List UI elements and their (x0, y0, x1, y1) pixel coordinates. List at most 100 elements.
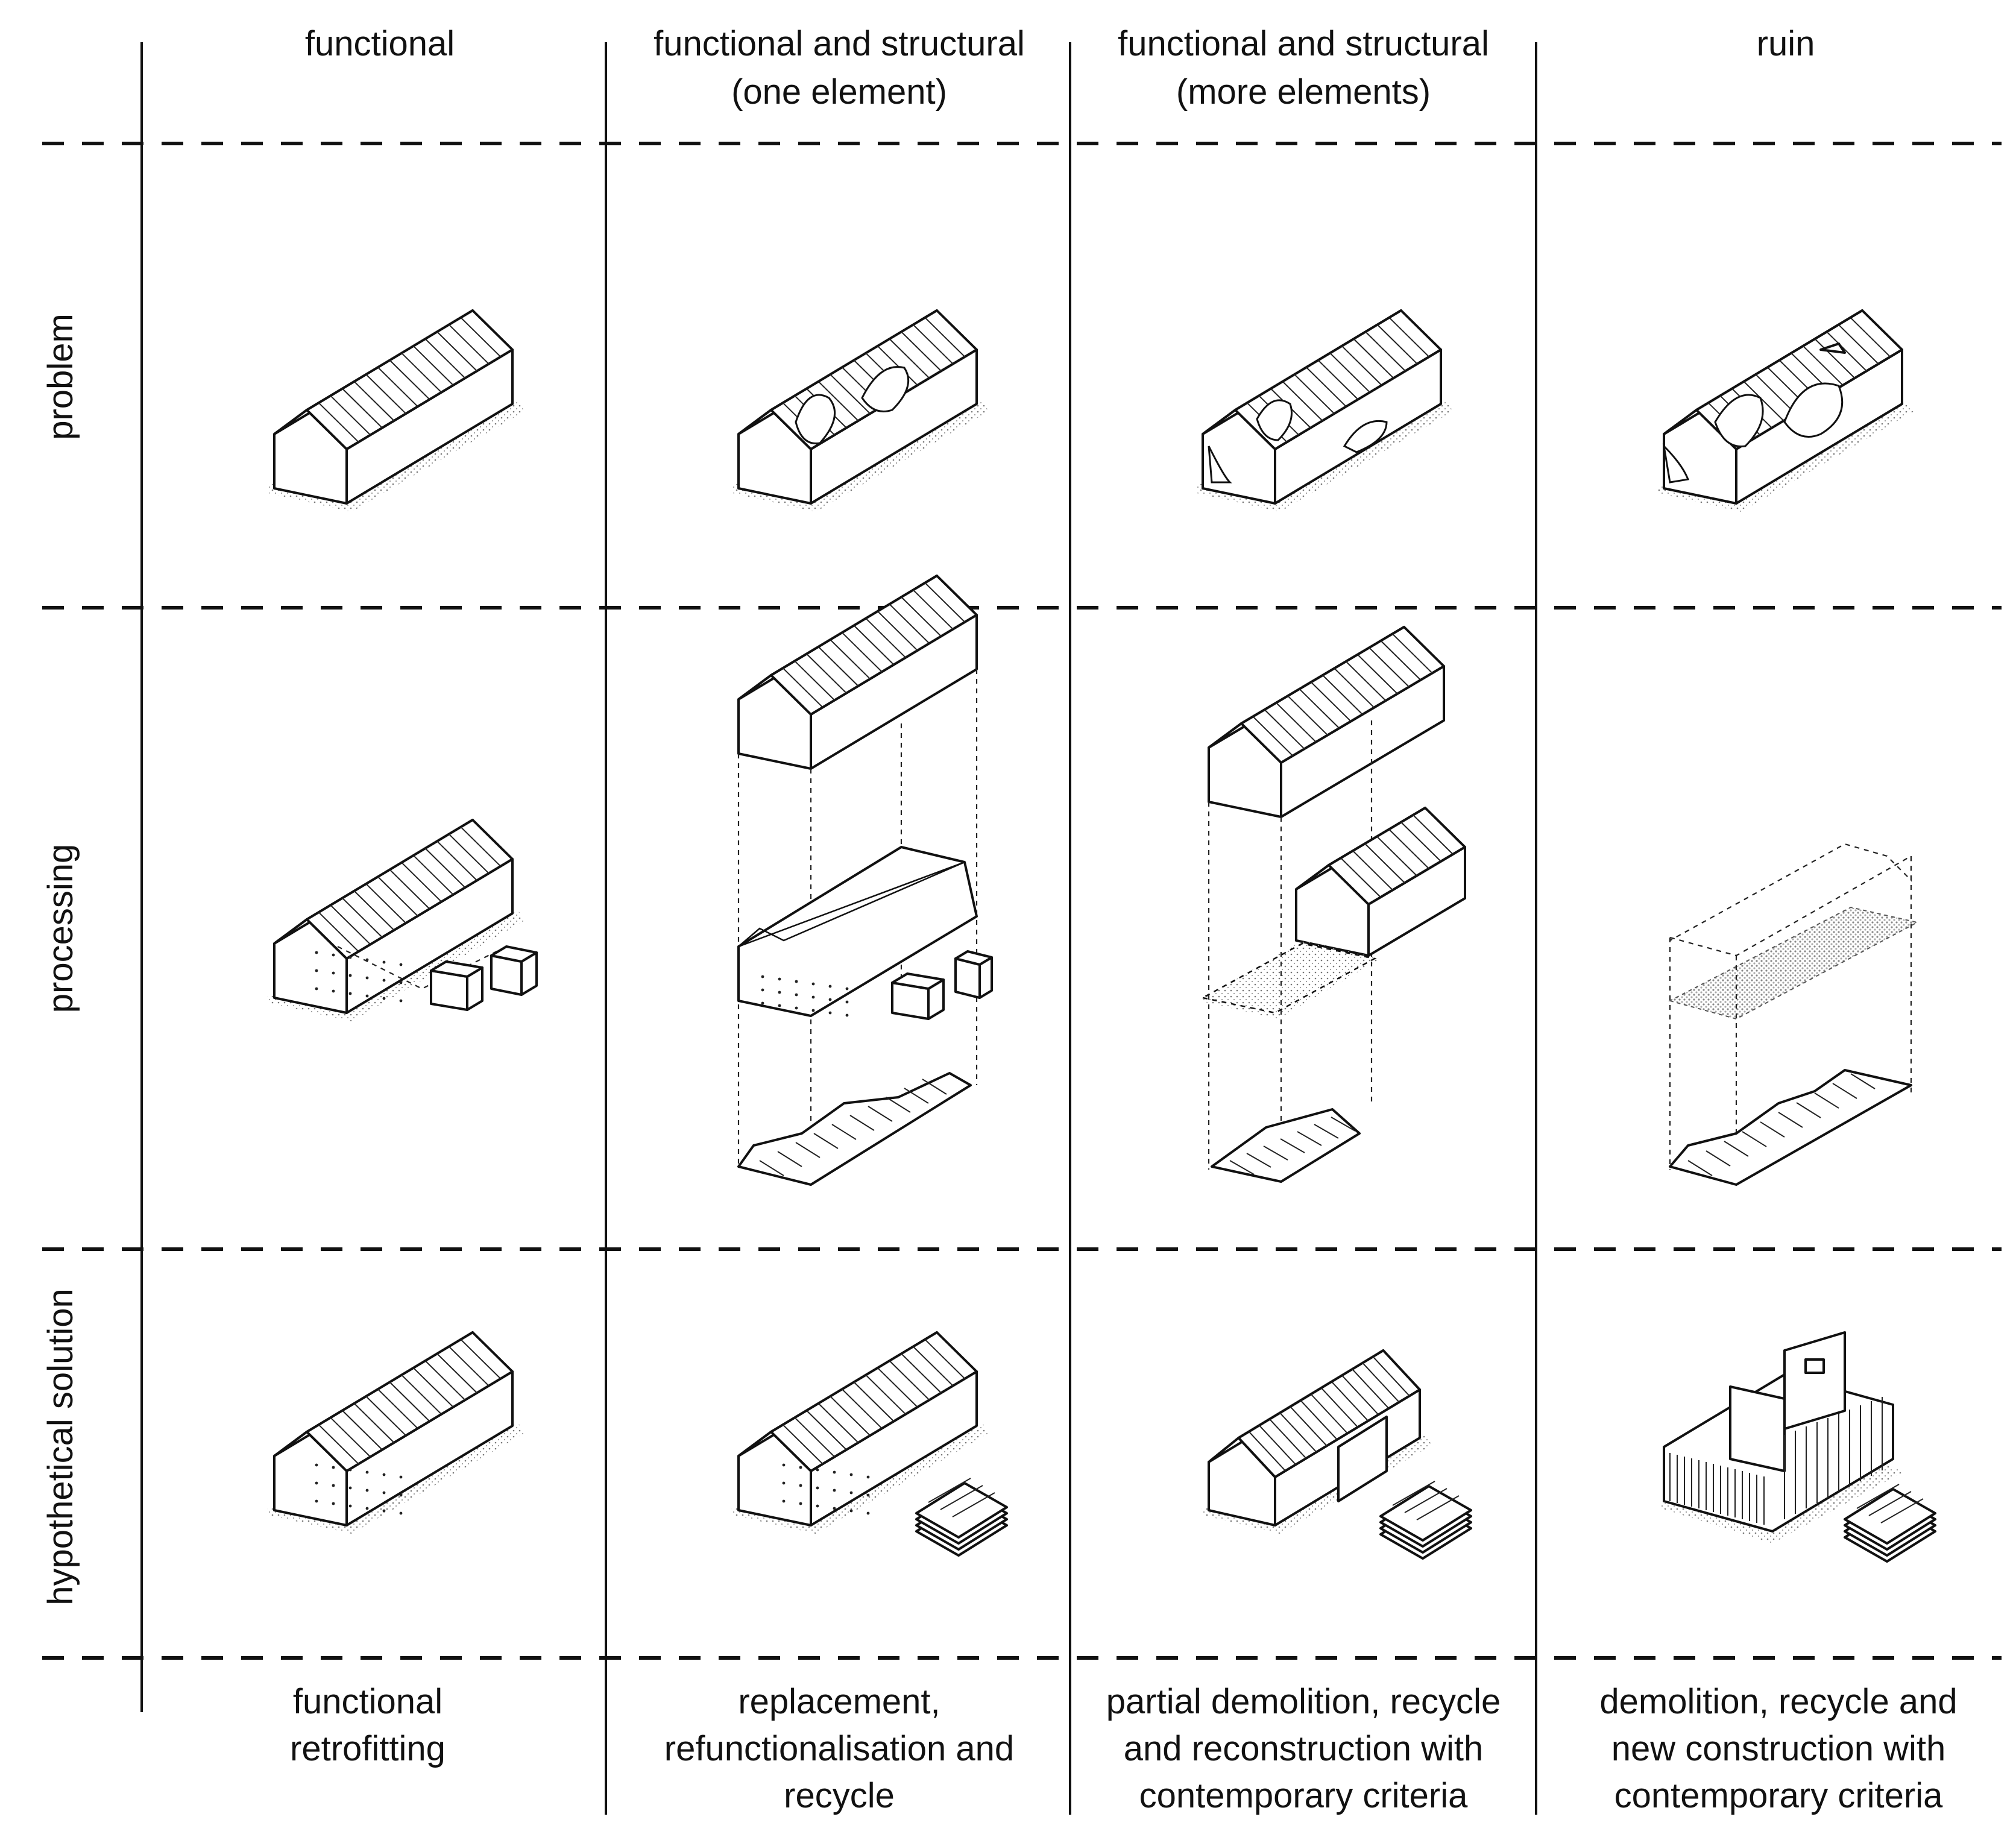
caption-col1-line2: retrofitting (290, 1729, 446, 1768)
roof-stripe (1329, 353, 1370, 393)
roof-stripe (759, 1160, 784, 1176)
roof-damage (1714, 394, 1764, 447)
roof-stripe (830, 374, 871, 414)
roof-stripe (1778, 1112, 1803, 1128)
roof-stripe (1334, 667, 1375, 708)
grid-dot (761, 1001, 764, 1005)
grid-dot (782, 1499, 786, 1503)
module-box-top (490, 945, 538, 963)
roof-stripe (1317, 359, 1359, 400)
roof-stripe (1229, 1160, 1255, 1175)
roof-stripe (1392, 633, 1433, 674)
roof-stripe (1263, 1145, 1288, 1161)
roof-stripe (1294, 374, 1335, 414)
grid-dot (795, 1006, 798, 1010)
module-box-top (430, 960, 484, 978)
roof-damage (1343, 420, 1388, 453)
caption-col4-line2: new construction with (1611, 1729, 1945, 1768)
roof-stripe (1400, 822, 1441, 862)
roof-stripe (1279, 1412, 1317, 1453)
roof-stripe (1742, 1131, 1767, 1147)
grid-dot (348, 956, 352, 959)
roof-stripe (1364, 843, 1405, 884)
material-layer (1379, 1485, 1472, 1542)
grid-dot (315, 1499, 318, 1503)
grid-dot (845, 1013, 849, 1017)
roof-stripe (831, 1124, 857, 1140)
roof-stripe (1850, 317, 1891, 358)
roof-stripe (830, 1396, 871, 1436)
grid-dot (795, 993, 798, 997)
roof-stripe (436, 1353, 477, 1394)
roof-stripe (842, 1388, 883, 1429)
row-label-problem: problem (41, 313, 80, 440)
layer-line (1856, 1484, 1900, 1509)
grid-dot (782, 1463, 786, 1467)
solution-structural-one-building (731, 1331, 1008, 1557)
processing-functional-building (267, 819, 538, 1021)
roof-stripe (318, 1424, 359, 1464)
roof-stripe (1388, 828, 1429, 869)
roof-stripe (1826, 331, 1867, 372)
roof-stripe (330, 395, 371, 436)
grid-dot (332, 953, 335, 957)
roof-stripe (449, 1346, 490, 1387)
roof-stripe (1340, 857, 1381, 898)
roof-stripe (1760, 1121, 1785, 1138)
roof-stripe (782, 667, 824, 708)
grid-dot (816, 1504, 819, 1508)
grid-dot (382, 1473, 386, 1476)
roof-stripe (817, 646, 859, 687)
roof-stripe (389, 359, 430, 400)
grid-dot (315, 1463, 318, 1467)
grid-dot (778, 1004, 781, 1007)
roof-stripe (889, 1360, 930, 1400)
roof-stripe (1377, 324, 1418, 365)
roof-stripe (842, 632, 883, 672)
grid-dot (845, 987, 849, 991)
grid-dot (811, 995, 815, 999)
illustrations (267, 309, 1936, 1563)
module-box-top (954, 950, 993, 966)
roof-stripe (1388, 317, 1430, 358)
roof-stripe (777, 1151, 802, 1167)
roof-stripe (806, 1410, 847, 1451)
roof-stripe (1796, 1102, 1821, 1118)
layer-line (940, 1485, 983, 1510)
roof-stripe (318, 402, 359, 443)
roof-stripe (1322, 675, 1363, 715)
layer-line (952, 1492, 995, 1517)
roof-stripe (886, 1097, 911, 1113)
roof-stripe (424, 848, 466, 888)
roof-stripe (1724, 1141, 1749, 1157)
roof-stripe (413, 855, 454, 895)
grid-dot (365, 994, 369, 998)
roof-stripe (904, 1088, 929, 1104)
roof-stripe (1803, 345, 1844, 386)
roof-stripe (817, 381, 859, 421)
roof-stripe (424, 338, 466, 379)
layer-line (1880, 1498, 1924, 1523)
roof-stripe (817, 1403, 859, 1443)
roof-stripe (922, 1079, 947, 1095)
grid-dot (866, 1475, 870, 1479)
roof-stripe (436, 840, 477, 881)
roof-stripe (924, 317, 966, 358)
layer-line (1392, 1481, 1435, 1506)
grid-dot (332, 971, 335, 975)
grid-dot (778, 991, 781, 994)
grid-dot (315, 969, 318, 972)
roof-stripe (1369, 647, 1410, 687)
caption-col2-line1: replacement, (738, 1682, 940, 1721)
grid-dot (828, 998, 832, 1001)
caption-col1-line1: functional (293, 1682, 443, 1721)
grid-dot (382, 960, 386, 964)
roof-stripe (1290, 1406, 1328, 1446)
module-box-top (891, 972, 945, 990)
grid-dot (399, 981, 403, 985)
caption-col2-line3: recycle (784, 1776, 895, 1815)
grid-dot (348, 1468, 352, 1472)
grid-dot (845, 1000, 849, 1004)
roof-stripe (813, 1133, 839, 1149)
projection-line (337, 946, 507, 990)
